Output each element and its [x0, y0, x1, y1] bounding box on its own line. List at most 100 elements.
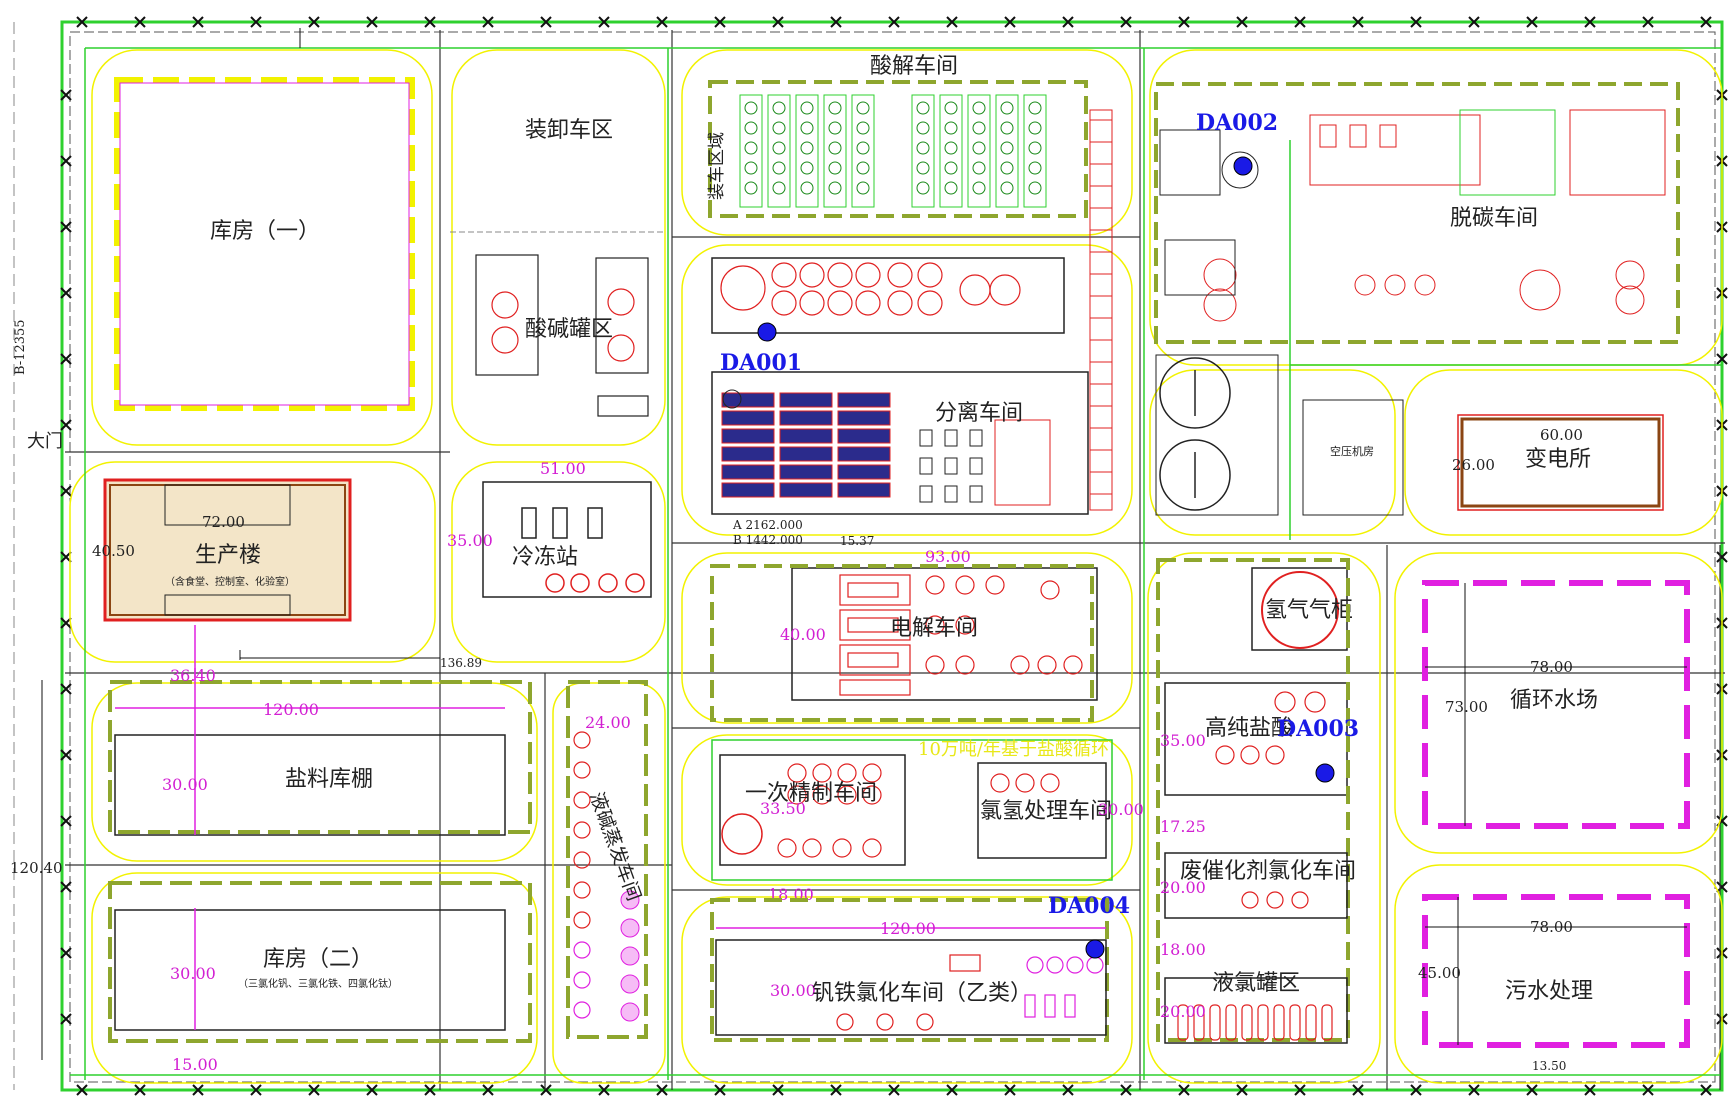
dim-30vfe: 30.00 — [770, 981, 816, 1000]
decarb-equipment — [1159, 109, 1666, 322]
separation-tanks — [720, 262, 1021, 316]
hydrogen-holder-label: 氢气气柜 — [1265, 598, 1353, 623]
outlet-da004-label: DA004 — [1048, 893, 1130, 919]
loading-mark-label: 装车区域 — [707, 132, 727, 200]
fence-marks — [60, 16, 1728, 1096]
dim-72: 72.00 — [202, 513, 245, 531]
warehouse2-footprint — [108, 881, 532, 1043]
dim-51: 51.00 — [540, 459, 586, 478]
dim-78b: 78.00 — [1530, 918, 1573, 936]
dim-120a: 120.00 — [263, 700, 319, 719]
dim-24: 24.00 — [585, 713, 631, 732]
circ-water-footprint — [1422, 580, 1690, 829]
substation-footprint — [1457, 414, 1664, 511]
outlet-da002-marker[interactable] — [1233, 156, 1253, 176]
salt-shed-footprint — [108, 680, 532, 834]
dim-1350: 13.50 — [1532, 1059, 1566, 1073]
dim-120b: 120.00 — [880, 919, 936, 938]
dim-3350: 33.50 — [760, 799, 806, 818]
outlet-da001-label: DA001 — [720, 350, 802, 376]
dim-2162: A 2162.000 — [732, 518, 803, 532]
warehouse1-label: 库房（一） — [210, 219, 320, 244]
decarb-footprint — [1154, 82, 1680, 344]
outlet-da003-marker[interactable] — [1315, 763, 1335, 783]
waste-catalyst-footprint — [1164, 852, 1348, 919]
internal-roads — [65, 30, 1725, 1090]
dim-40a: 40.00 — [780, 625, 826, 644]
dim-1442: B 1442.000 — [733, 533, 803, 547]
chlorohydrogen-label: 氯氢处理车间 — [980, 799, 1112, 824]
dim-73: 73.00 — [1445, 698, 1488, 716]
acid-tank-area — [475, 254, 649, 417]
dim-4050: 40.50 — [92, 542, 135, 560]
dim-20a: 20.00 — [1160, 878, 1206, 897]
waste-catalyst-label: 废催化剂氯化车间 — [1180, 859, 1356, 884]
dim-26: 26.00 — [1452, 456, 1495, 474]
liquid-alkali-label: 液碱蒸发车间 — [585, 789, 645, 904]
dim-93: 93.00 — [925, 547, 971, 566]
outlet-da003[interactable]: DA003 — [1277, 716, 1359, 783]
vfe-footprint — [715, 939, 1107, 1036]
gate-label: 大门 — [27, 431, 63, 452]
dim-1500: 15.00 — [172, 1055, 218, 1074]
outlet-da001-marker[interactable] — [757, 322, 777, 342]
hp-hcl-label: 高纯盐酸 — [1205, 716, 1293, 741]
freezing-label: 冷冻站 — [512, 545, 578, 570]
outlet-da002-label: DA002 — [1196, 110, 1278, 136]
liquid-alkali-footprint — [566, 680, 648, 1039]
liquid-chlorine-label: 液氯罐区 — [1212, 971, 1300, 996]
production-footprint — [103, 478, 352, 622]
scale-label: B-12355 — [13, 319, 28, 375]
electrolysis-cells — [839, 574, 911, 696]
electrolysis-label: 电解车间 — [890, 616, 978, 641]
dim-45: 45.00 — [1418, 964, 1461, 982]
outlet-da004-marker[interactable] — [1085, 939, 1105, 959]
dim-12040: 120.40 — [10, 859, 63, 877]
dim-1800b: 18.00 — [1160, 940, 1206, 959]
loading-area-label: 装卸车区 — [525, 118, 613, 143]
outlet-da001[interactable]: DA001 — [720, 322, 802, 376]
dim-35a: 35.00 — [447, 531, 493, 550]
dim-78a: 78.00 — [1530, 658, 1573, 676]
acid-tank-label: 酸碱罐区 — [525, 317, 613, 342]
outlet-da003-label: DA003 — [1277, 716, 1359, 742]
road-edges — [69, 49, 1723, 1084]
warehouse1-footprint — [114, 77, 415, 411]
decarb-label: 脱碳车间 — [1450, 206, 1538, 231]
freezing-footprint — [482, 481, 652, 598]
dim-30a: 30.00 — [162, 775, 208, 794]
dim-13689: 136.89 — [440, 656, 482, 670]
pipe-rack — [1090, 119, 1112, 495]
acid-shop-equipment — [739, 94, 1047, 208]
acid-shop-footprint — [708, 80, 1088, 218]
primary-brine-footprint — [719, 754, 906, 866]
outlet-da004[interactable]: DA004 — [1048, 893, 1130, 959]
dim-30c: 30.00 — [1098, 800, 1144, 819]
warehouse2-label: 库房（二） — [263, 947, 373, 972]
dim-1537: 15.37 — [840, 534, 874, 548]
production-label: 生产楼 — [195, 543, 261, 568]
acid-shop-label: 酸解车间 — [870, 54, 958, 79]
dim-20b: 20.00 — [1160, 1002, 1206, 1021]
separation-filters — [721, 389, 1051, 506]
circ-water-label: 循环水场 — [1510, 688, 1598, 713]
substation-label: 变电所 — [1525, 447, 1591, 472]
project-note: 10万吨/年基于盐酸循环 — [918, 739, 1109, 760]
dim-1725: 17.25 — [1160, 817, 1206, 836]
liquid-chlorine-footprint — [1164, 977, 1348, 1044]
separation-label: 分离车间 — [935, 401, 1023, 426]
dim-3640: 36.40 — [170, 666, 216, 685]
primary-brine-label: 一次精制车间 — [745, 781, 877, 806]
salt-shed-label: 盐料库棚 — [285, 767, 373, 792]
chlorohydrogen-footprint — [977, 762, 1107, 859]
dim-3500b: 35.00 — [1160, 731, 1206, 750]
warehouse2-sub-label: （三氯化钒、三氯化铁、四氯化钛） — [238, 977, 398, 990]
sewage-footprint — [1422, 894, 1690, 1048]
air-comp-label: 空压机房 — [1330, 444, 1374, 458]
dim-60: 60.00 — [1540, 426, 1583, 444]
outlet-da002[interactable]: DA002 — [1196, 110, 1278, 176]
separation-footprint — [711, 371, 1089, 515]
vfe-label: 钒铁氯化车间（乙类） — [812, 981, 1032, 1006]
dim-30b: 30.00 — [170, 964, 216, 983]
